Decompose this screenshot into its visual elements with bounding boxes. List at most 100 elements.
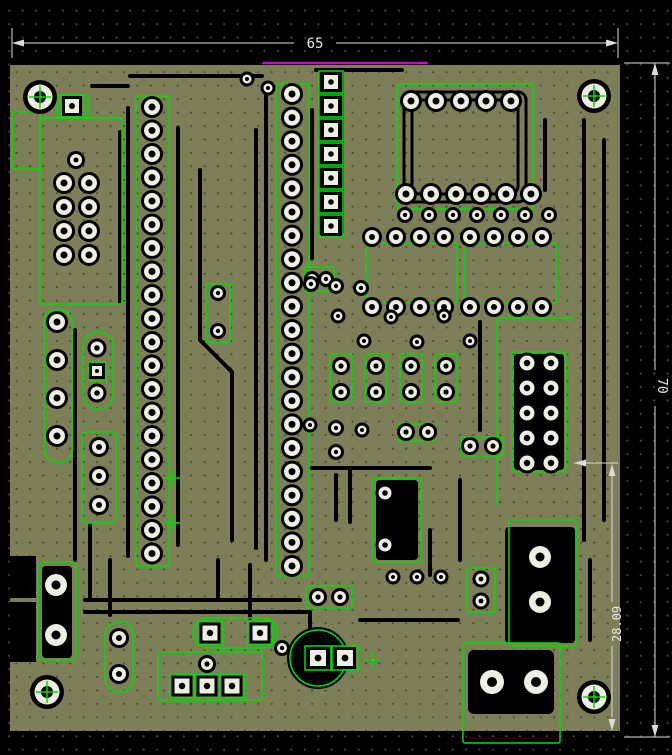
component-outline[interactable] xyxy=(329,353,353,403)
drill-hole xyxy=(148,221,156,228)
dim-width-label[interactable]: 65 xyxy=(307,36,324,52)
drill-hole xyxy=(547,384,555,392)
pad-silk-box xyxy=(318,70,344,94)
drill-hole xyxy=(288,562,296,570)
drill-hole xyxy=(60,179,68,187)
drill-hole xyxy=(288,468,296,476)
drill-hole xyxy=(333,283,339,289)
dim-width-arrow-right xyxy=(606,39,618,47)
drill-hole xyxy=(487,677,497,687)
drill-hole xyxy=(148,103,156,111)
drill-hole xyxy=(443,363,449,369)
drill-hole xyxy=(178,682,186,690)
component-outline[interactable] xyxy=(157,651,263,701)
drill-hole xyxy=(523,359,531,367)
drill-hole xyxy=(215,290,221,296)
component-outline[interactable] xyxy=(104,621,134,693)
drill-hole xyxy=(415,575,419,579)
drill-hole xyxy=(523,434,531,442)
drill-hole xyxy=(522,212,528,218)
component-outline[interactable] xyxy=(305,585,353,609)
component-outline[interactable] xyxy=(396,83,534,210)
component-outline[interactable] xyxy=(43,309,73,463)
drill-hole xyxy=(95,369,99,373)
drill-hole xyxy=(523,384,531,392)
drill-hole xyxy=(288,326,296,334)
drill-hole xyxy=(206,629,214,637)
drill-hole xyxy=(547,434,555,442)
drill-hole xyxy=(369,234,375,240)
pads-layer xyxy=(42,70,562,699)
drill-hole xyxy=(531,677,541,687)
component-outline[interactable] xyxy=(511,351,567,473)
drill-hole xyxy=(369,304,375,310)
drill-hole xyxy=(468,339,472,343)
drill-hole xyxy=(148,385,156,393)
mount-holes-layer xyxy=(23,79,611,714)
drill-hole xyxy=(94,390,100,396)
drill-hole xyxy=(288,279,296,287)
drill-hole xyxy=(256,629,264,637)
component-outline[interactable] xyxy=(508,519,577,647)
drill-hole xyxy=(417,234,423,240)
dim-height-label[interactable]: 70 xyxy=(654,378,669,394)
pad-silk-box xyxy=(318,190,344,214)
component-outline[interactable] xyxy=(37,561,77,661)
pad-silk-box xyxy=(246,620,274,646)
component-outline[interactable] xyxy=(434,353,458,403)
drill-hole xyxy=(441,304,447,310)
drill-hole xyxy=(288,444,296,452)
drill-hole xyxy=(148,526,156,534)
drill-hole xyxy=(308,423,312,427)
component-outline[interactable] xyxy=(81,431,117,524)
component-outline[interactable] xyxy=(192,617,278,649)
drill-hole xyxy=(426,212,432,218)
pad-silk-box xyxy=(196,620,224,646)
component-outline[interactable] xyxy=(82,331,114,410)
component-outline[interactable] xyxy=(466,567,496,613)
drill-hole xyxy=(60,227,68,235)
component-outline[interactable] xyxy=(364,353,388,403)
pad-silk-box xyxy=(331,645,359,671)
component-outline[interactable] xyxy=(460,436,504,457)
component-outline[interactable] xyxy=(39,117,123,305)
drill-hole xyxy=(474,212,480,218)
drill-hole xyxy=(337,594,343,600)
drill-hole xyxy=(148,174,156,181)
component-outline[interactable] xyxy=(462,642,561,744)
drill-hole xyxy=(288,137,296,145)
drill-hole xyxy=(490,443,496,449)
pad-silk-box xyxy=(318,214,344,238)
drill-hole xyxy=(491,234,497,240)
component-outline[interactable] xyxy=(205,283,231,343)
drill-hole xyxy=(477,190,485,198)
drill-hole xyxy=(266,86,270,90)
drill-hole xyxy=(535,552,545,562)
drill-hole xyxy=(417,304,423,310)
drill-hole xyxy=(457,97,465,105)
component-outline[interactable] xyxy=(371,477,422,563)
drill-hole xyxy=(360,428,364,432)
drill-hole xyxy=(288,184,296,192)
drill-hole xyxy=(333,449,339,455)
drill-hole xyxy=(393,234,399,240)
drill-hole xyxy=(288,232,296,240)
drill-hole xyxy=(358,285,364,291)
drill-hole xyxy=(341,654,349,662)
drill-hole xyxy=(328,103,334,109)
drill-hole xyxy=(502,190,510,198)
drill-hole xyxy=(204,661,210,667)
drill-hole xyxy=(148,409,156,416)
dimension-layer[interactable]: 65 70 28.09 xyxy=(11,28,670,738)
dim-offset-label[interactable]: 28.09 xyxy=(610,606,624,642)
component-outline[interactable] xyxy=(135,95,170,567)
drill-hole xyxy=(382,490,388,496)
grid-dots xyxy=(10,62,620,731)
drill-hole xyxy=(467,443,473,449)
drill-hole xyxy=(523,459,531,467)
dim-offset-arrow-bottom xyxy=(608,719,616,731)
drill-hole xyxy=(85,179,93,187)
component-outline[interactable] xyxy=(399,353,423,403)
